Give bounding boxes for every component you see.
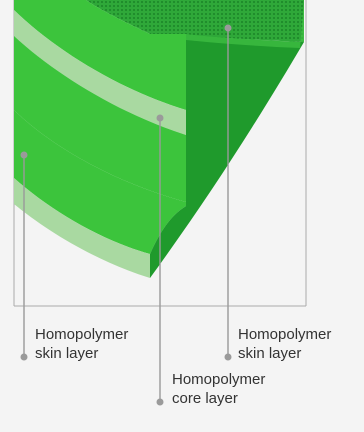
label-skin-left-line1: Homopolymer <box>35 325 128 344</box>
leader-dot-skin-right-bottom <box>225 354 232 361</box>
label-skin-layer-right: Homopolymer skin layer <box>238 325 331 363</box>
leader-dot-skin-left-bottom <box>21 354 28 361</box>
label-skin-layer-left: Homopolymer skin layer <box>35 325 128 363</box>
leader-dot-core-top <box>157 115 164 122</box>
label-skin-right-line1: Homopolymer <box>238 325 331 344</box>
label-skin-right-line2: skin layer <box>238 344 331 363</box>
label-skin-left-line2: skin layer <box>35 344 128 363</box>
label-core-layer: Homopolymer core layer <box>172 370 265 408</box>
label-core-line1: Homopolymer <box>172 370 265 389</box>
leader-dot-skin-right-top <box>225 25 232 32</box>
label-core-line2: core layer <box>172 389 265 408</box>
leader-dot-skin-left-top <box>21 152 28 159</box>
leader-dot-core-bottom <box>157 399 164 406</box>
